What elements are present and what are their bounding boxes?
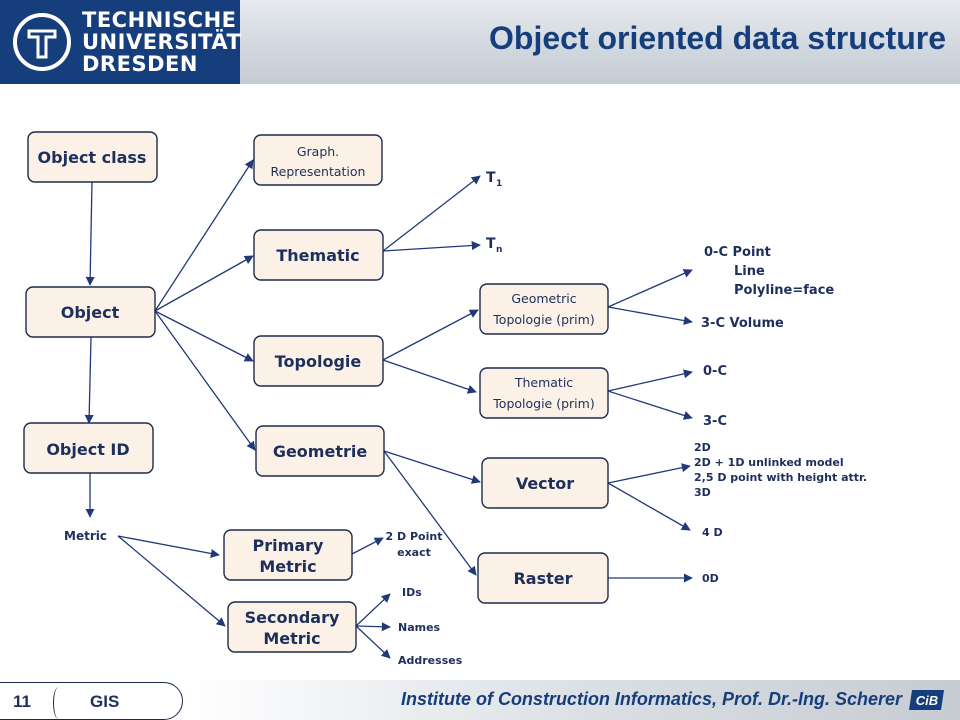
graph-representation-line-2: Representation [271, 164, 366, 179]
secondary-metric-line-2: Metric [263, 629, 320, 648]
metric-label: Metric [64, 529, 107, 543]
t1-label: T 1 [486, 170, 502, 189]
course-label: GIS [90, 692, 120, 711]
secondary-item-names: Names [398, 621, 441, 634]
t1-base: T [486, 170, 496, 186]
tu-dresden-emblem-icon [13, 13, 71, 71]
edge-object-thematic [154, 255, 254, 312]
edge-metric-primary [117, 535, 220, 558]
raster-label: Raster [513, 569, 572, 588]
primary-value-line-1: 2 D Point [386, 530, 443, 543]
thematic-box: Thematic [253, 229, 384, 281]
edge-object-topologie [154, 310, 254, 362]
object-id-box: Object ID [23, 422, 154, 474]
vector-25d: 2,5 D point with height attr. [694, 471, 867, 484]
tn-subscript: n [496, 245, 502, 255]
secondary-metric-box: Secondary Metric [227, 601, 357, 653]
footer-band [185, 680, 960, 720]
edge-object-objectid [84, 336, 94, 424]
edge-primary-value [351, 537, 384, 555]
university-name-line-1: TECHNISCHE [82, 8, 237, 32]
cib-logo-text: CiB [916, 693, 938, 708]
vector-2d: 2D [694, 441, 711, 454]
thematic-topologie-box: Thematic Topologie (prim) [479, 367, 609, 419]
topologie-box: Topologie [253, 335, 384, 387]
cib-logo-icon: CiB [909, 690, 944, 710]
object-class-label: Object class [38, 148, 147, 167]
geometric-topologie-box: Geometric Topologie (prim) [479, 283, 609, 335]
edge-thematic-tn [382, 240, 481, 252]
geometric-topologie-line-2: Topologie (prim) [492, 312, 594, 327]
footer-bar: 11 GIS Institute of Construction Informa… [0, 680, 960, 720]
secondary-metric-line-1: Secondary [245, 608, 340, 627]
object-box: Object [25, 286, 156, 338]
them-3c: 3-C [703, 414, 727, 429]
thematic-topologie-line-2: Topologie (prim) [492, 396, 594, 411]
thematic-topologie-line-1: Thematic [514, 375, 573, 390]
them-0c: 0-C [703, 364, 727, 379]
vector-4d: 4 D [702, 526, 723, 539]
thematic-label: Thematic [276, 246, 359, 265]
tn-base: T [486, 236, 496, 252]
footer-slide-info: 11 GIS [0, 682, 183, 720]
primary-value-line-2: exact [397, 546, 431, 559]
geo-0c-polyline: Polyline=face [734, 283, 834, 298]
slide-number: 11 [13, 692, 31, 711]
page-title: Object oriented data structure [489, 20, 946, 56]
edge-topologie-geotopo [382, 309, 479, 361]
secondary-item-ids: IDs [402, 586, 422, 599]
primary-metric-box: Primary Metric [223, 529, 353, 581]
geo-0c-point: 0-C Point [704, 245, 771, 260]
secondary-item-addresses: Addresses [398, 654, 463, 667]
vector-2d-1d: 2D + 1D unlinked model [694, 456, 844, 469]
edge-geotopo-3c [607, 306, 693, 326]
diagram-edges [84, 159, 693, 659]
topologie-label: Topologie [275, 352, 362, 371]
object-structure-diagram: Object class Object Object ID Metric Gra… [23, 131, 867, 667]
edge-themtopo-0c [607, 369, 693, 392]
header-bar: TECHNISCHE UNIVERSITÄT DRESDEN Object or… [0, 0, 960, 84]
edge-vector-4d [607, 482, 691, 531]
edge-object-geometrie [154, 310, 256, 451]
geo-3c-volume: 3-C Volume [701, 316, 784, 331]
raster-box: Raster [477, 552, 609, 604]
edge-objectclass-object [85, 181, 95, 286]
edge-secondary-addresses [355, 625, 391, 659]
geometrie-label: Geometrie [273, 442, 368, 461]
edge-thematic-t1 [382, 175, 481, 252]
university-name-line-2: UNIVERSITÄT [82, 30, 242, 54]
tn-label: T n [486, 236, 502, 255]
edge-vector-2d [607, 463, 691, 484]
primary-metric-line-2: Metric [259, 557, 316, 576]
object-id-label: Object ID [46, 440, 129, 459]
edge-geometrie-vector [383, 450, 481, 484]
institute-text: Institute of Construction Informatics, P… [400, 689, 902, 709]
edge-geometrie-raster [383, 450, 477, 576]
tu-dresden-logo: TECHNISCHE UNIVERSITÄT DRESDEN [0, 0, 242, 84]
footer-separator [53, 687, 64, 719]
edge-topologie-themtopo [382, 359, 477, 394]
object-label: Object [61, 303, 120, 322]
primary-metric-line-1: Primary [253, 536, 324, 555]
edge-secondary-names [355, 622, 391, 632]
geometrie-box: Geometrie [255, 425, 385, 477]
geo-0c-line: Line [734, 264, 765, 279]
geometric-topologie-line-1: Geometric [511, 291, 576, 306]
graph-representation-box: Graph. Representation [253, 134, 383, 186]
vector-box: Vector [481, 457, 609, 509]
t1-subscript: 1 [496, 179, 502, 189]
raster-0d: 0D [702, 572, 719, 585]
vector-label: Vector [516, 474, 574, 493]
graph-representation-line-1: Graph. [297, 144, 339, 159]
edge-themtopo-3c [607, 390, 693, 420]
edge-geotopo-0c [607, 269, 693, 308]
university-name-line-3: DRESDEN [82, 52, 198, 76]
vector-3d: 3D [694, 486, 711, 499]
edge-object-graph [154, 159, 254, 312]
object-class-box: Object class [27, 131, 158, 183]
edge-secondary-ids [355, 593, 391, 627]
edge-metric-secondary [117, 535, 226, 627]
